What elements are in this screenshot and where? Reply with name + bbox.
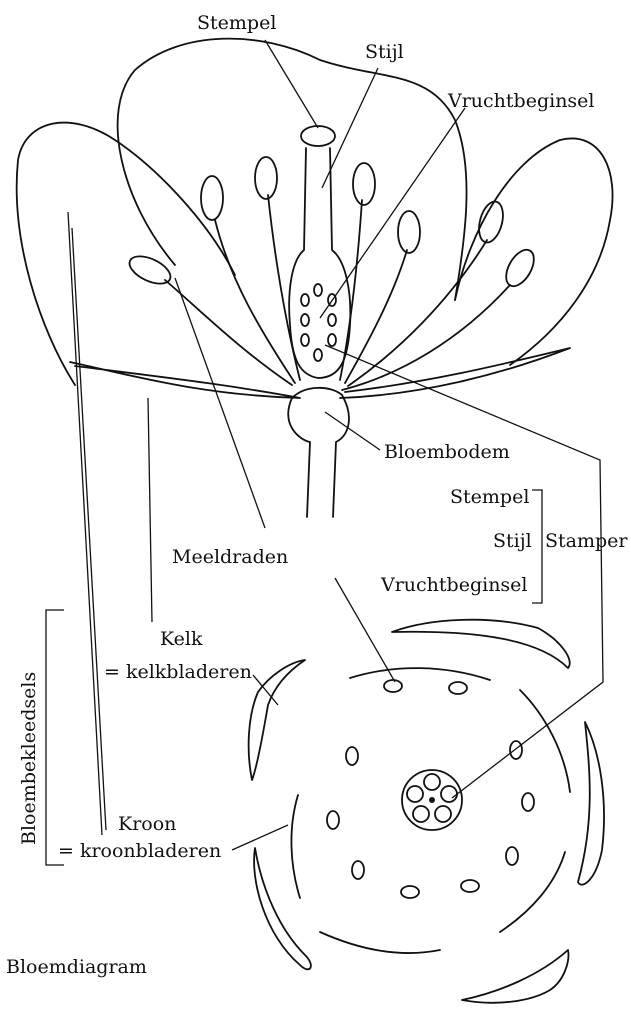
right-petal xyxy=(454,137,614,366)
label-bloemdiagram: Bloemdiagram xyxy=(6,956,147,978)
left-sepal xyxy=(69,361,301,399)
diagram-petals xyxy=(290,667,571,954)
label-stamper: Stamper xyxy=(545,530,628,552)
label-kroon: Kroon xyxy=(118,813,177,835)
floral-diagram xyxy=(247,618,605,1004)
label-vruchtbeginsel-top: Vruchtbeginsel xyxy=(448,90,595,112)
stamen-filaments xyxy=(164,194,511,391)
middle-petal xyxy=(116,37,468,301)
stamen-anthers xyxy=(128,156,535,288)
flower-cross-section xyxy=(15,37,614,518)
diagram-stamens xyxy=(326,679,535,899)
label-stijl-list: Stijl xyxy=(493,530,532,552)
label-vruchtbeginsel-list: Vruchtbeginsel xyxy=(381,574,528,596)
label-kelk: Kelk xyxy=(160,628,203,650)
ovary-and-style xyxy=(288,147,352,379)
label-stempel-list: Stempel xyxy=(450,486,530,508)
right-sepal xyxy=(339,347,571,399)
label-kroonbladeren: = kroonbladeren xyxy=(58,840,222,862)
label-stijl-top: Stijl xyxy=(365,41,404,63)
label-bloembekleedsels: Bloembekleedsels xyxy=(18,671,40,845)
label-meeldraden: Meeldraden xyxy=(172,546,289,568)
leader-lines xyxy=(45,39,604,866)
diagram-sepals xyxy=(247,618,605,1004)
diagram-pistil xyxy=(401,769,463,831)
ovules xyxy=(300,283,337,362)
label-kelkbladeren: = kelkbladeren xyxy=(104,661,252,683)
label-bloembodem: Bloembodem xyxy=(384,441,510,463)
receptacle xyxy=(287,386,350,518)
stigma xyxy=(300,125,336,147)
label-stempel-top: Stempel xyxy=(197,12,277,34)
left-petal xyxy=(15,121,236,386)
